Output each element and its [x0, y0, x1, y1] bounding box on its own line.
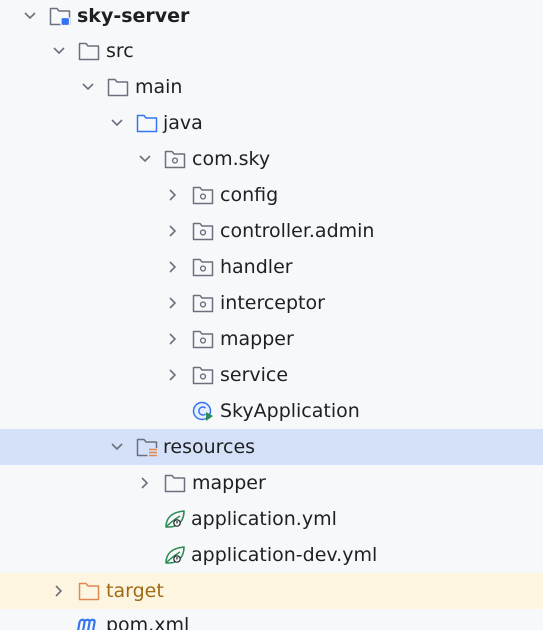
source-folder-icon [136, 114, 158, 133]
tree-row-mapper-package[interactable]: mapper [0, 321, 543, 357]
tree-label-target: target [106, 580, 164, 602]
module-folder-icon [49, 7, 71, 27]
chevron-right-icon[interactable] [49, 581, 69, 601]
tree-row-pom-xml[interactable]: pom.xml [0, 607, 543, 630]
tree-label-service: service [220, 364, 289, 386]
chevron-right-icon[interactable] [163, 221, 183, 241]
tree-label-handler: handler [220, 256, 293, 278]
chevron-right-icon[interactable] [163, 293, 183, 313]
package-icon [192, 330, 214, 349]
tree-row-interceptor[interactable]: interceptor [0, 285, 543, 321]
tree-label-interceptor: interceptor [220, 292, 325, 314]
tree-row-application-yml[interactable]: application.yml [0, 501, 543, 537]
spring-boot-class-icon [192, 401, 213, 421]
folder-icon [107, 78, 129, 97]
tree-label-java: java [163, 112, 203, 134]
tree-label-com-sky: com.sky [192, 148, 271, 170]
package-icon [192, 366, 214, 385]
tree-row-resources[interactable]: resources [0, 429, 543, 465]
maven-icon [76, 618, 96, 630]
tree-row-com-sky[interactable]: com.sky [0, 141, 543, 177]
tree-label-src: src [106, 40, 134, 62]
folder-icon [164, 474, 186, 493]
chevron-down-icon[interactable] [107, 113, 127, 133]
tree-row-src[interactable]: src [0, 33, 543, 69]
tree-label-sky-server: sky-server [77, 5, 190, 27]
spring-yml-icon [165, 546, 185, 564]
tree-label-mapper-folder: mapper [192, 472, 266, 494]
package-icon [192, 186, 214, 205]
tree-row-controller-admin[interactable]: controller.admin [0, 213, 543, 249]
chevron-down-icon[interactable] [135, 149, 155, 169]
tree-label-application-dev-yml: application-dev.yml [191, 544, 378, 566]
tree-row-sky-server[interactable]: sky-server [0, 0, 543, 34]
tree-row-application-dev-yml[interactable]: application-dev.yml [0, 537, 543, 573]
tree-row-service[interactable]: service [0, 357, 543, 393]
tree-label-sky-application: SkyApplication [220, 400, 360, 422]
spring-yml-icon [165, 510, 185, 528]
folder-icon [78, 42, 100, 61]
resources-folder-icon [136, 438, 158, 457]
excluded-folder-icon [78, 582, 100, 601]
tree-label-controller-admin: controller.admin [220, 220, 375, 242]
tree-row-handler[interactable]: handler [0, 249, 543, 285]
package-icon [192, 258, 214, 277]
chevron-right-icon[interactable] [135, 473, 155, 493]
chevron-down-icon[interactable] [49, 41, 69, 61]
package-icon [164, 150, 186, 169]
chevron-down-icon[interactable] [78, 77, 98, 97]
chevron-right-icon[interactable] [163, 185, 183, 205]
tree-label-mapper-package: mapper [220, 328, 294, 350]
chevron-down-icon[interactable] [20, 6, 40, 26]
tree-row-mapper-folder[interactable]: mapper [0, 465, 543, 501]
chevron-right-icon[interactable] [163, 329, 183, 349]
tree-label-main: main [135, 76, 183, 98]
tree-label-resources: resources [163, 436, 256, 458]
tree-label-pom-xml: pom.xml [106, 614, 190, 630]
tree-label-config: config [220, 184, 279, 206]
tree-row-sky-application[interactable]: SkyApplication [0, 393, 543, 429]
package-icon [192, 294, 214, 313]
chevron-right-icon[interactable] [163, 257, 183, 277]
chevron-right-icon[interactable] [163, 365, 183, 385]
package-icon [192, 222, 214, 241]
tree-row-main[interactable]: main [0, 69, 543, 105]
tree-row-target[interactable]: target [0, 573, 543, 609]
tree-row-config[interactable]: config [0, 177, 543, 213]
tree-row-java[interactable]: java [0, 105, 543, 141]
chevron-down-icon[interactable] [107, 437, 127, 457]
tree-label-application-yml: application.yml [191, 508, 337, 530]
